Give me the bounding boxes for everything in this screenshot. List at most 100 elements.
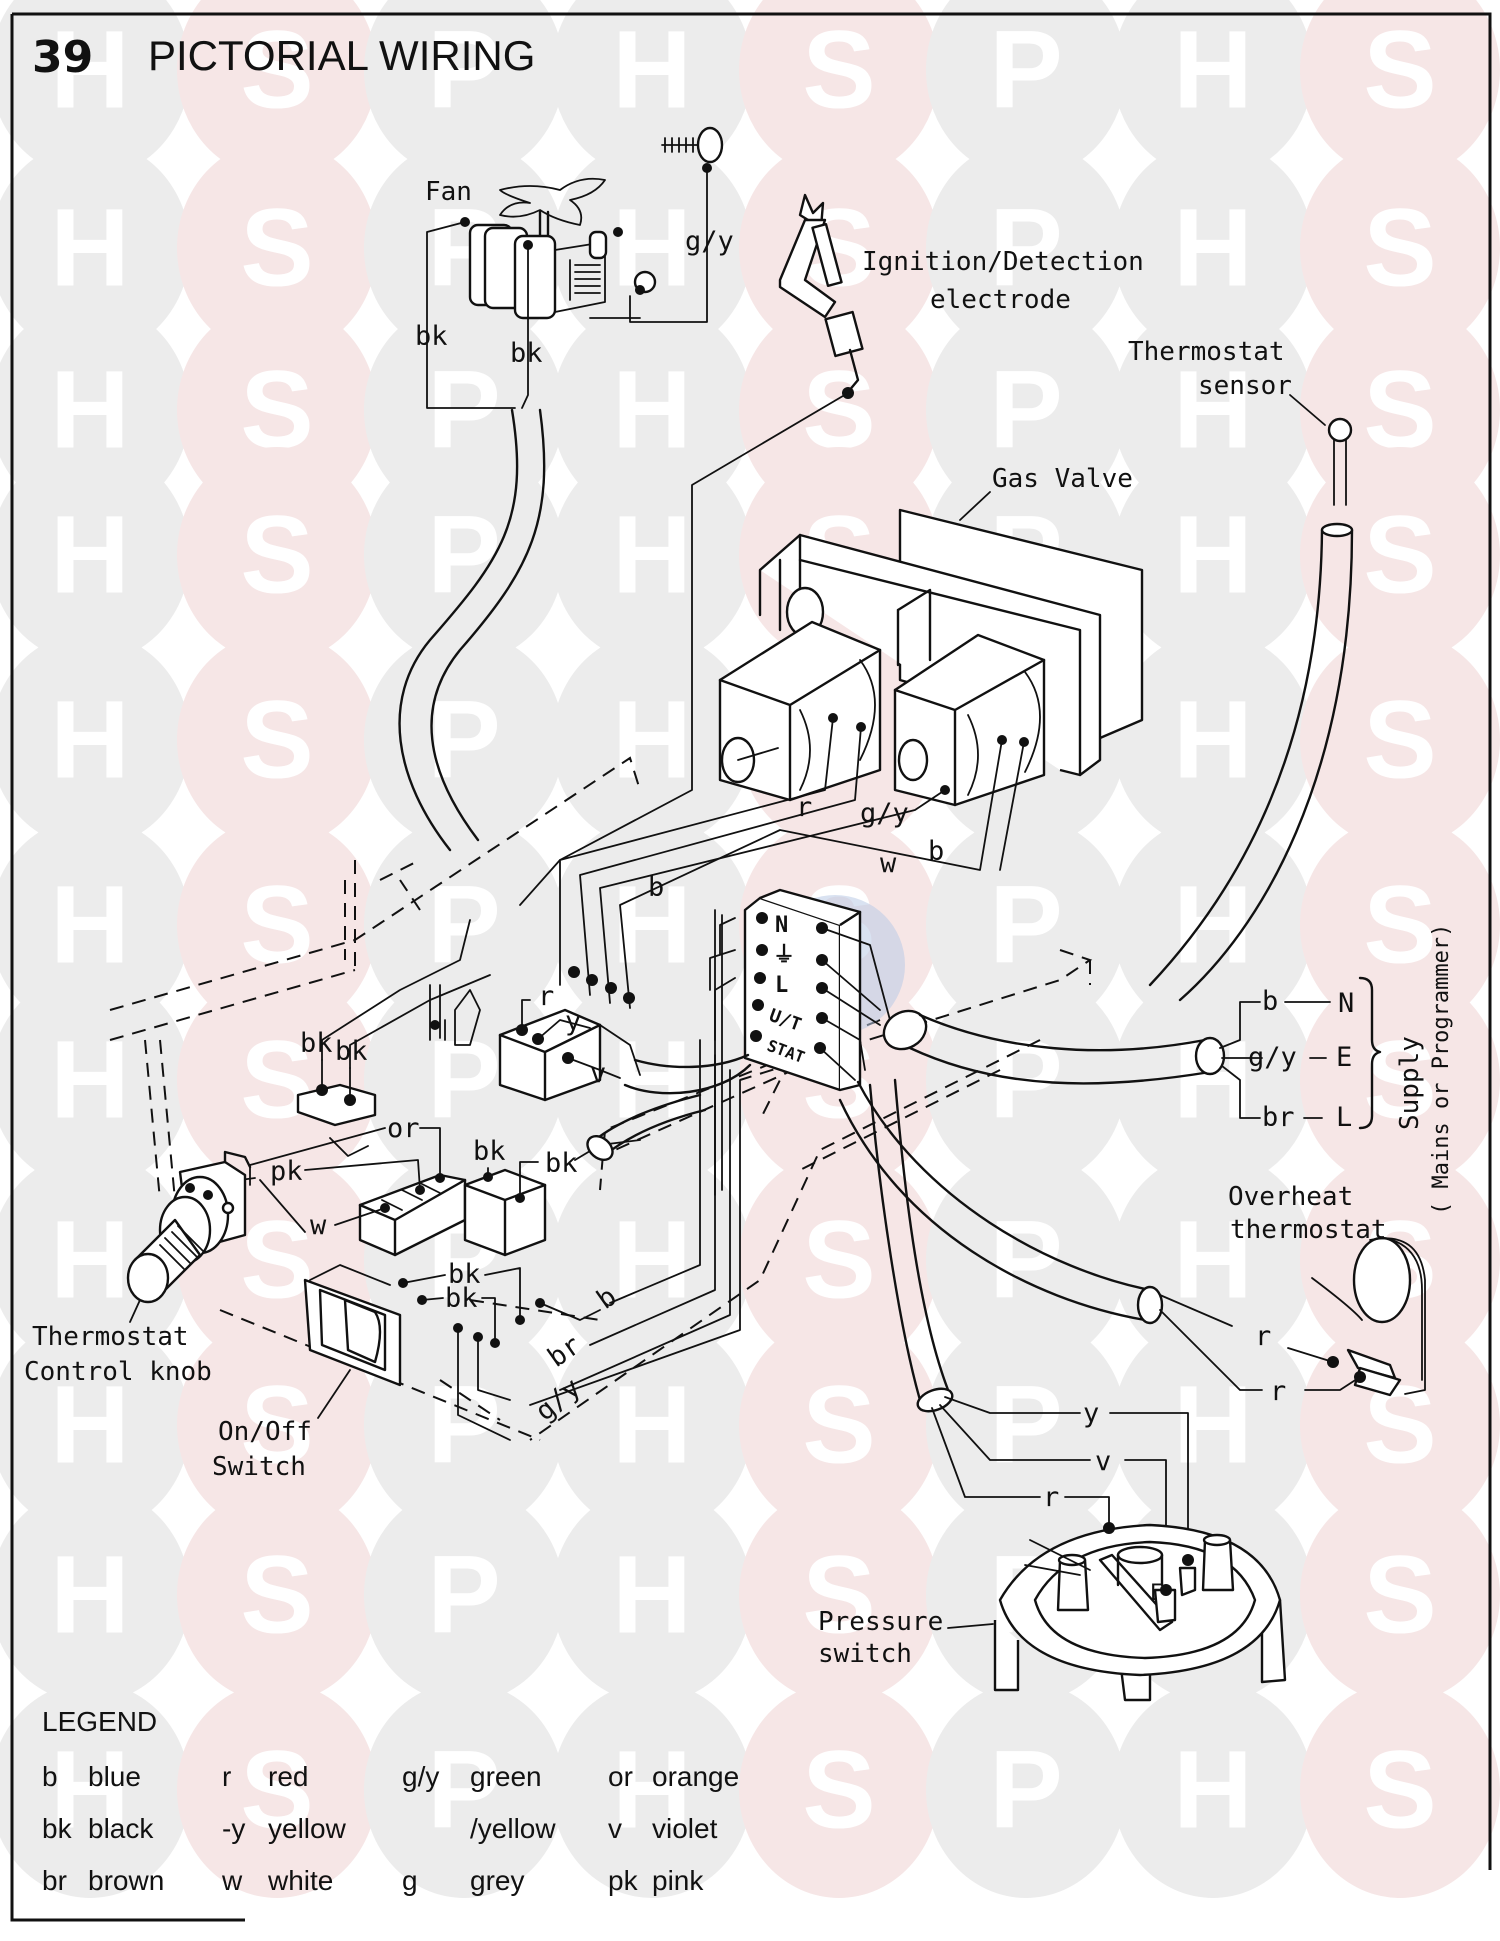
wire-label: pk [270, 1156, 303, 1187]
watermark-letter: P [427, 1534, 500, 1657]
pressure-switch-label-line2: switch [818, 1639, 912, 1669]
fan-assembly [426, 126, 724, 409]
watermark-circle [1113, 0, 1313, 178]
gas-valve [559, 508, 1144, 1009]
watermark-circle [926, 1682, 1126, 1898]
watermark-letter: P [427, 1364, 500, 1487]
wire-label: bk [448, 1259, 481, 1290]
watermark-circle [1300, 1682, 1500, 1898]
wire-label: w [880, 848, 897, 879]
watermark-circle [1113, 140, 1313, 356]
legend-code: b [42, 1761, 58, 1792]
knob-label-line1: Thermostat [32, 1322, 189, 1352]
wire-label: r [1255, 1321, 1271, 1352]
watermark-circle [552, 632, 752, 848]
legend-name: grey [470, 1865, 524, 1896]
watermark-circle [177, 140, 377, 356]
supply-terminal-n: N [1338, 988, 1354, 1019]
watermark-circle [1113, 972, 1313, 1188]
watermark-letter: H [1173, 9, 1252, 132]
onoff-label-line2: Switch [212, 1452, 306, 1482]
wire-label: w [310, 1210, 327, 1241]
watermark-circle [0, 817, 190, 1033]
watermark-circle [1113, 1317, 1313, 1533]
watermark-letter: S [240, 1729, 313, 1852]
watermark-letter: H [50, 1534, 129, 1657]
watermark-letter: S [1363, 187, 1436, 310]
watermark-letter: P [427, 494, 500, 617]
watermark-circle [552, 817, 752, 1033]
watermark-letter: H [50, 1729, 129, 1852]
gas-valve-label: Gas Valve [992, 464, 1133, 494]
watermark-letter: H [1173, 1729, 1252, 1852]
supply-terminal-l: L [1336, 1102, 1352, 1133]
watermark-circle [0, 632, 190, 848]
watermark-letter: S [1363, 1019, 1436, 1142]
legend-code: g [402, 1865, 418, 1896]
watermark-letter: H [612, 187, 691, 310]
watermark-circle [926, 817, 1126, 1033]
watermark-circle [0, 1682, 190, 1898]
watermark-letter: S [1363, 1729, 1436, 1852]
terminal-n: N [775, 913, 788, 938]
page-title: PICTORIAL WIRING [148, 32, 535, 79]
watermark-letter: H [612, 1729, 691, 1852]
watermark-letter: H [50, 679, 129, 802]
watermark-letter: S [240, 187, 313, 310]
watermark-letter: P [989, 1199, 1062, 1322]
legend-title: LEGEND [42, 1706, 157, 1737]
watermark-circle [926, 0, 1126, 178]
watermark-circle [364, 1487, 564, 1703]
watermark-circle [177, 817, 377, 1033]
watermark-circle [1300, 632, 1500, 848]
wire-label: bk [545, 1148, 578, 1179]
watermark-letter: H [612, 1364, 691, 1487]
legend-code: v [608, 1813, 622, 1844]
watermark-circle [552, 1152, 752, 1368]
watermark-circle [177, 972, 377, 1188]
watermark-letter: H [1173, 187, 1252, 310]
watermark-circle [926, 140, 1126, 356]
watermark-letter: P [989, 1364, 1062, 1487]
relay-bk-bk [463, 1168, 547, 1257]
overheat-label-line2: thermostat [1230, 1215, 1387, 1245]
watermark-circle [0, 1317, 190, 1533]
watermark-circle [739, 140, 939, 356]
watermark-circle [739, 1682, 939, 1898]
legend-code: r [222, 1761, 231, 1792]
watermark-letter: H [1173, 1364, 1252, 1487]
thermostat-sensor-bulb [1148, 417, 1354, 1002]
wire-label: r [1270, 1376, 1286, 1407]
supply-terminal-e: E [1336, 1042, 1352, 1073]
wire-label: bk [415, 321, 448, 352]
legend-name: green [470, 1761, 542, 1792]
watermark-circle [1113, 632, 1313, 848]
watermark-circle [0, 972, 190, 1188]
watermark-circle [177, 1487, 377, 1703]
supply-wire-b: b [1262, 986, 1278, 1017]
watermark-circle [364, 0, 564, 178]
connector-bk [296, 1059, 377, 1157]
watermark-circle [0, 447, 190, 663]
watermark-circle [364, 817, 564, 1033]
watermark-letter: P [427, 9, 500, 132]
watermark-letter: S [802, 1364, 875, 1487]
terminal-l: L [775, 973, 788, 998]
watermark-letter: H [612, 9, 691, 132]
on-off-switch [303, 1264, 402, 1387]
wire-label: bk [445, 1283, 478, 1314]
watermark-circle [552, 1487, 752, 1703]
pressure-switch-label-line1: Pressure [818, 1607, 943, 1637]
watermark-letter: S [240, 1534, 313, 1657]
legend-name: pink [652, 1865, 704, 1896]
watermark-circle [1300, 1317, 1500, 1533]
wire-label: g/y [860, 798, 909, 829]
wire-label: bk [335, 1036, 368, 1067]
fan-label: Fan [425, 177, 472, 207]
legend-code: bk [42, 1813, 73, 1844]
ignition-electrode [519, 193, 864, 906]
watermark-circle [177, 447, 377, 663]
watermark-circle [177, 632, 377, 848]
watermark-circle [1300, 140, 1500, 356]
